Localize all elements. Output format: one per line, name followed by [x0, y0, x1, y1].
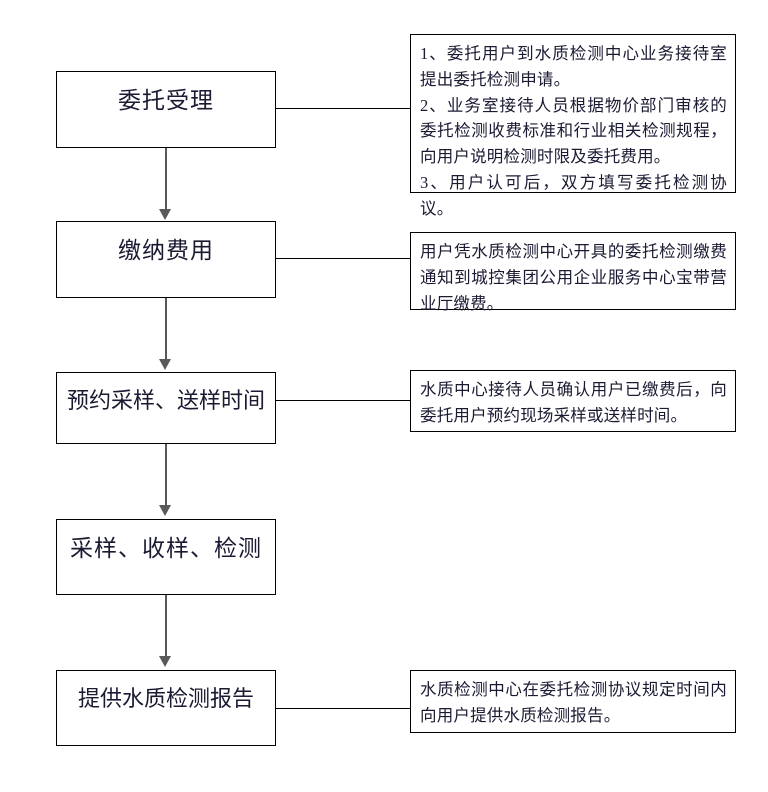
arrow-head-step-3-to-4 — [158, 505, 171, 516]
arrow-head-step-1-to-2 — [158, 209, 171, 220]
note-text-step-5: 水质检测中心在委托检测协议规定时间内向用户提供水质检测报告。 — [420, 680, 727, 725]
process-box-step-2[interactable]: 缴纳费用 — [56, 221, 276, 298]
arrow-head-step-2-to-3 — [158, 359, 171, 370]
process-box-step-1[interactable]: 委托受理 — [56, 71, 276, 148]
process-box-step-4[interactable]: 采样、收样、检测 — [56, 519, 276, 595]
arrow-line-step-1-to-2 — [165, 148, 167, 210]
process-label-step-2: 缴纳费用 — [118, 237, 214, 263]
connector-step-2-to-note-2 — [276, 258, 410, 259]
connector-step-5-to-note-5 — [276, 708, 410, 709]
note-text-step-3: 水质中心接待人员确认用户已缴费后，向委托用户预约现场采样或送样时间。 — [420, 380, 727, 425]
process-label-step-1: 委托受理 — [118, 87, 214, 113]
note-box-step-1: 1、委托用户到水质检测中心业务接待室提出委托检测申请。 2、业务室接待人员根据物… — [410, 34, 736, 218]
process-label-step-4: 采样、收样、检测 — [70, 535, 262, 561]
note-box-step-3: 水质中心接待人员确认用户已缴费后，向委托用户预约现场采样或送样时间。 — [410, 370, 736, 432]
arrow-head-step-4-to-5 — [158, 656, 171, 667]
connector-step-3-to-note-3 — [276, 400, 410, 401]
note-box-step-5: 水质检测中心在委托检测协议规定时间内向用户提供水质检测报告。 — [410, 670, 736, 733]
arrow-line-step-3-to-4 — [165, 444, 167, 506]
process-box-step-3[interactable]: 预约采样、送样时间 — [56, 372, 276, 444]
arrow-line-step-4-to-5 — [165, 595, 167, 657]
note-text-step-1: 1、委托用户到水质检测中心业务接待室提出委托检测申请。 2、业务室接待人员根据物… — [420, 44, 727, 218]
note-text-step-2: 用户凭水质检测中心开具的委托检测缴费通知到城控集团公用企业服务中心宝带营业厅缴费… — [420, 242, 727, 313]
process-label-step-5: 提供水质检测报告 — [77, 686, 254, 711]
note-box-step-2: 用户凭水质检测中心开具的委托检测缴费通知到城控集团公用企业服务中心宝带营业厅缴费… — [410, 232, 736, 313]
connector-step-1-to-note-1 — [276, 108, 410, 109]
process-label-step-3: 预约采样、送样时间 — [66, 388, 265, 413]
process-box-step-5[interactable]: 提供水质检测报告 — [56, 670, 276, 746]
arrow-line-step-2-to-3 — [165, 298, 167, 360]
